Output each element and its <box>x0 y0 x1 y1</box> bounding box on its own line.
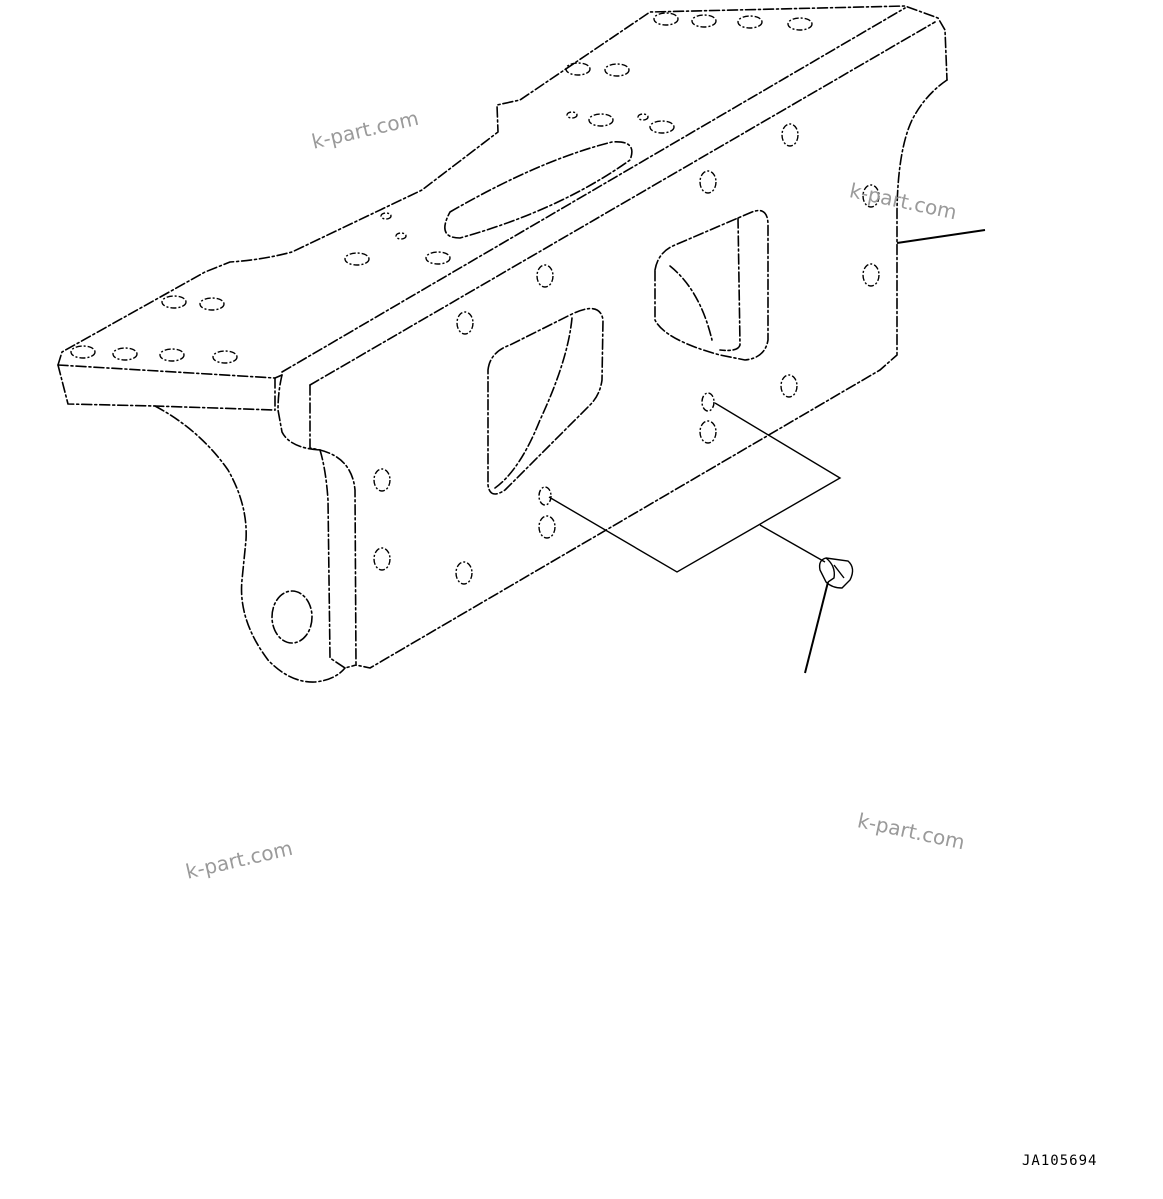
side-plate <box>277 79 948 669</box>
plug-part <box>818 557 854 589</box>
leader-plug <box>804 581 829 674</box>
top-flange <box>57 5 948 411</box>
leader-plug-link <box>759 524 826 563</box>
drawing-code: JA105694 <box>1022 1153 1098 1169</box>
side-plate-windows <box>487 209 769 495</box>
side-plate-holes <box>373 123 880 585</box>
leader-frame <box>896 229 986 244</box>
top-flange-holes <box>70 12 813 364</box>
lower-boss <box>154 405 346 683</box>
leader-plug-bracket <box>548 402 842 573</box>
leader-lines <box>548 229 986 674</box>
